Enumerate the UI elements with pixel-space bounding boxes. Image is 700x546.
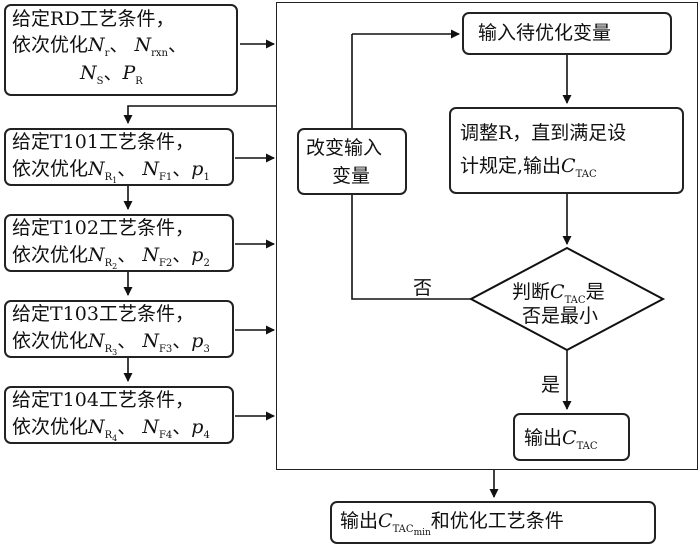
adjust-reflux-line2: 计规定,输出CTAC xyxy=(460,155,597,180)
step-t102-box xyxy=(4,214,234,272)
change-input-line1: 改变输入 xyxy=(306,137,383,159)
adjust-reflux-line1: 调整R，直到满足设 xyxy=(460,122,627,144)
no-branch-label: 否 xyxy=(413,277,433,299)
final-output-label: 输出CTACmin和优化工艺条件 xyxy=(340,510,564,538)
yes-branch-label: 是 xyxy=(541,374,561,396)
step-t102-line2: 依次优化NR2、 NF2、p2 xyxy=(12,244,210,271)
step-t104-line2: 依次优化NR4、 NF4、p4 xyxy=(12,416,210,443)
step-t103-line2: 依次优化NR3、 NF3、p3 xyxy=(12,330,210,357)
adjust-reflux-box xyxy=(449,107,684,194)
step-rd-line3: NS、PR xyxy=(80,62,143,87)
step-t101-line1: 给定T101工艺条件， xyxy=(12,131,194,153)
input-variables-label: 输入待优化变量 xyxy=(478,22,612,44)
change-input-line2: 变量 xyxy=(332,165,371,187)
step-t101-box xyxy=(4,128,234,186)
optimization-loop-frame xyxy=(276,2,698,470)
change-input-box xyxy=(297,128,407,195)
step-t104-box xyxy=(4,386,234,444)
step-rd-line2: 依次优化Nr、 Nrxn、 xyxy=(12,34,187,59)
input-variables-box xyxy=(462,12,672,55)
step-t104-line1: 给定T104工艺条件， xyxy=(12,389,194,411)
decision-diamond xyxy=(468,246,666,352)
final-output-box xyxy=(330,501,656,544)
step-t102-line1: 给定T102工艺条件， xyxy=(12,217,194,239)
step-t103-line1: 给定T103工艺条件， xyxy=(12,303,194,325)
output-tac-box xyxy=(513,413,630,461)
step-rd-box xyxy=(4,4,238,96)
decision-line1: 判断CTAC是 xyxy=(512,281,605,306)
step-t101-line2: 依次优化NR1、 NF1、p1 xyxy=(12,158,210,185)
decision-line2: 否是最小 xyxy=(522,305,599,327)
step-rd-line1: 给定RD工艺条件， xyxy=(12,8,175,30)
output-tac-label: 输出CTAC xyxy=(524,427,598,452)
step-t103-box xyxy=(4,300,234,358)
